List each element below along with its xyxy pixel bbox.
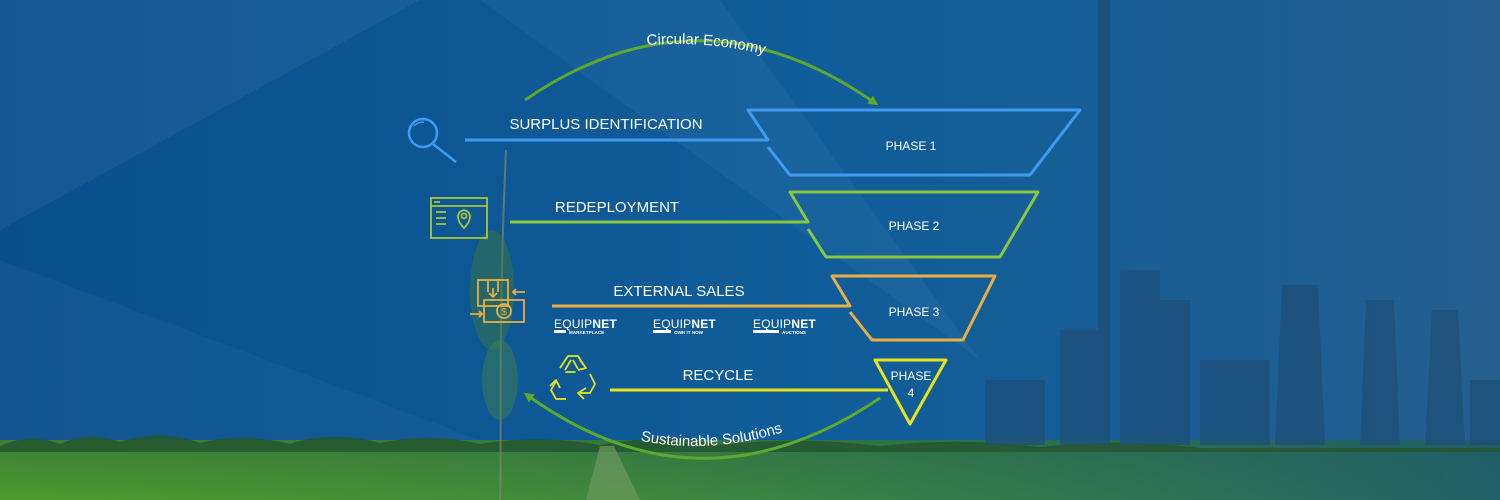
recycle-label: RECYCLE (683, 367, 754, 384)
svg-text:EQUIPNET: EQUIPNET (554, 317, 617, 331)
equipnet-own-it-now-logo: EQUIPNET OWN IT NOW (653, 317, 716, 335)
svg-text:EQUIPNET: EQUIPNET (753, 317, 816, 331)
top-arc: Circular Economy (524, 31, 879, 106)
phase-4-stage: RECYCLE PHASE 4 (549, 355, 948, 426)
phase-2-label: PHASE 2 (889, 219, 940, 233)
equipnet-auctions-logo: EQUIPNET AUCTIONS (753, 317, 816, 335)
phase-1-stage: SURPLUS IDENTIFICATION PHASE 1 (407, 108, 1082, 177)
surplus-identification-label: SURPLUS IDENTIFICATION (509, 116, 702, 133)
bottom-arc: Sustainable Solutions (523, 392, 881, 460)
magnifier-icon (407, 117, 457, 163)
phase-3-label: PHASE 3 (889, 305, 940, 319)
external-sales-label: EXTERNAL SALES (613, 283, 744, 300)
svg-text:MARKETPLACE: MARKETPLACE (569, 330, 604, 335)
map-location-icon (430, 197, 488, 239)
recycle-icon (549, 355, 596, 400)
svg-text:OWN IT NOW: OWN IT NOW (674, 330, 704, 335)
package-sale-icon: $ (470, 279, 525, 323)
phase-2-stage: REDEPLOYMENT PHASE 2 (430, 190, 1040, 259)
phase-1-label: PHASE 1 (886, 139, 937, 153)
sustainable-solutions-label: Sustainable Solutions (640, 420, 784, 450)
circular-economy-label: Circular Economy (646, 31, 768, 58)
phase-4-number: 4 (908, 386, 915, 400)
svg-text:EQUIPNET: EQUIPNET (653, 317, 716, 331)
phase-4-label: PHASE (891, 369, 932, 383)
phase-3-stage: EXTERNAL SALES PHASE 3 $ (470, 274, 997, 342)
svg-text:$: $ (501, 307, 507, 318)
redeployment-label: REDEPLOYMENT (555, 199, 679, 216)
equipnet-marketplace-logo: EQUIPNET MARKETPLACE (554, 317, 617, 335)
svg-text:AUCTIONS: AUCTIONS (782, 330, 806, 335)
